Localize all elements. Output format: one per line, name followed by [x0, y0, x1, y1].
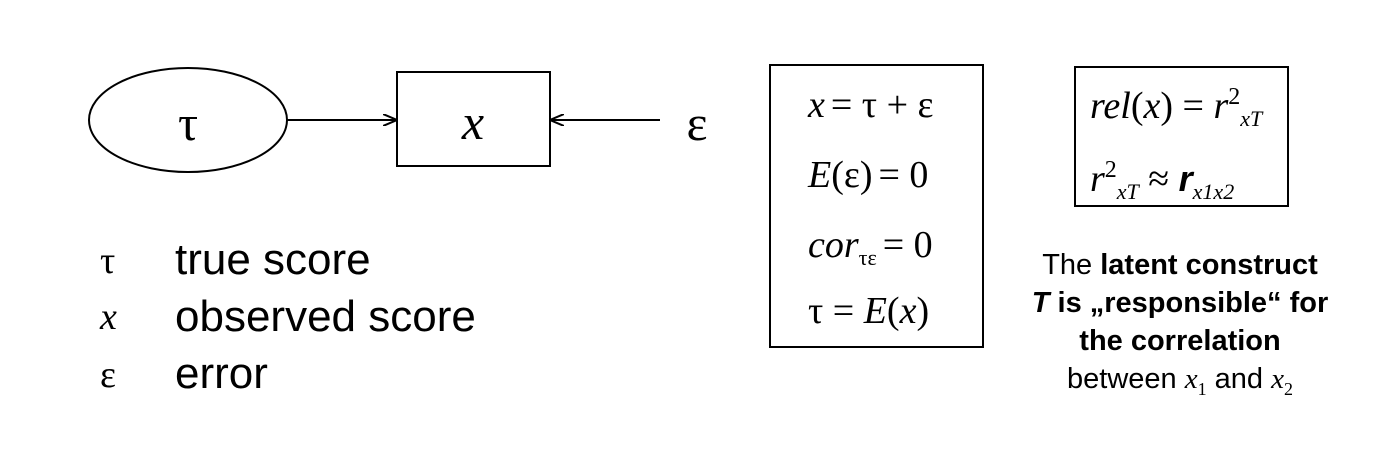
error-node-label: ε: [687, 95, 708, 151]
observed-score-node-label: x: [461, 94, 484, 150]
legend-symbol-x: x: [100, 296, 117, 338]
legend-label-error: error: [175, 349, 268, 398]
legend-symbol-epsilon: ε: [100, 354, 116, 396]
axioms-box: [769, 64, 984, 348]
reliability-box: [1074, 66, 1289, 207]
reliability-approximation: r2xT ≈ rx1x2: [1090, 157, 1235, 204]
legend-label-observed-score: observed score: [175, 292, 476, 341]
axiom-decomposition: x= τ + ε: [808, 84, 934, 126]
latent-construct-caption: The latent construct T is „responsible“ …: [1031, 249, 1329, 399]
true-score-node-label: τ: [178, 95, 198, 151]
legend-label-true-score: true score: [175, 235, 371, 284]
path-diagram: τ x ε: [88, 67, 708, 173]
axiom-error-mean: E(ε)= 0: [808, 154, 929, 196]
reliability-definition: rel(x) = r2xT: [1090, 84, 1263, 131]
legend-symbol-tau: τ: [100, 240, 116, 282]
axiom-true-score-expectation: τ = E(x): [808, 290, 930, 332]
axiom-uncorrelated: corτε= 0: [808, 224, 933, 270]
